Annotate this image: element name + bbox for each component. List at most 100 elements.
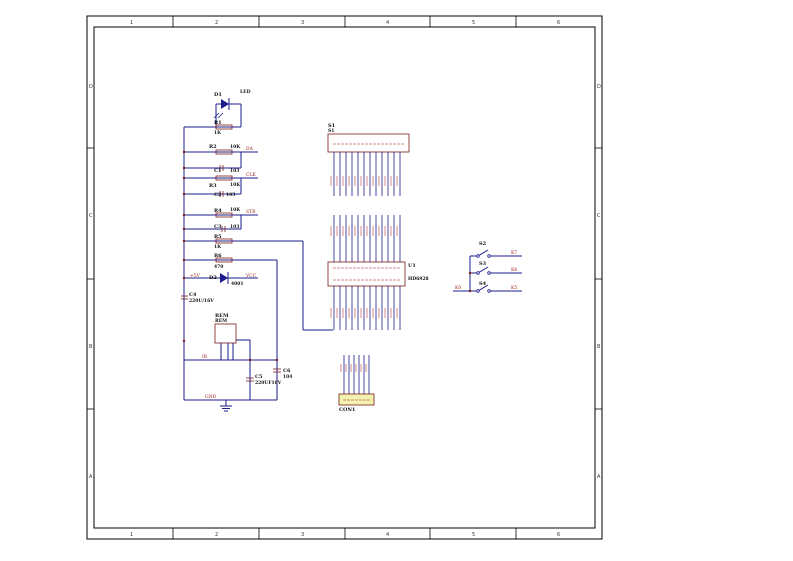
s4-ref: S4 [479, 281, 487, 287]
zone-col-5-bottom: 5 [472, 532, 475, 538]
r6-value: 470 [214, 264, 223, 270]
zone-row-a-left: A [89, 474, 93, 480]
rem-value: REM [215, 318, 227, 324]
zone-row-d-right: D [597, 84, 601, 90]
resistor-r1[interactable]: R1 1K [214, 120, 241, 136]
zone-row-c-right: C [597, 213, 601, 219]
c5-ref: C5 [255, 374, 263, 380]
zone-col-3-bottom: 3 [301, 532, 304, 538]
zone-col-5-top: 5 [472, 20, 475, 26]
net-label-ir: IR [202, 354, 208, 360]
zone-col-1-bottom: 1 [130, 532, 133, 538]
c3-ref: C3 [214, 224, 222, 230]
net-label-gnd: GND [205, 394, 217, 400]
c4-value: 220U/16V [189, 298, 214, 304]
resistor-r2[interactable]: R2 10K DA [184, 144, 258, 155]
left-supply-rail [183, 126, 277, 401]
zone-col-2-bottom: 2 [215, 532, 218, 538]
r1-value: 1K [214, 130, 222, 136]
r1-ref: R1 [214, 120, 222, 126]
switch-s3[interactable]: S3 K6 [470, 261, 522, 275]
resistor-r6[interactable]: R6 470 [184, 253, 278, 400]
u1-upper-pin-labels [330, 226, 398, 236]
d1-value: LED [240, 89, 251, 95]
r5-value: 1K [214, 244, 222, 250]
capacitor-c1[interactable]: C1 103 [184, 152, 242, 174]
d2-value: 4001 [231, 281, 244, 287]
capacitor-c2[interactable]: C2 103 [184, 178, 242, 198]
zone-row-b-left: B [89, 344, 93, 350]
c6-value: 104 [283, 374, 292, 380]
r4-ref: R4 [214, 208, 222, 214]
net-label-k5: K5 [511, 285, 517, 291]
ground-symbol: GND [205, 394, 232, 412]
zone-row-b-right: B [597, 344, 601, 350]
net-label-k7: K7 [511, 250, 517, 256]
switch-junctions [468, 271, 472, 293]
zone-col-6-bottom: 6 [557, 532, 560, 538]
c1-ref: C1 [214, 168, 221, 174]
c1-value: 103 [230, 168, 239, 174]
s1-pin-labels [330, 176, 398, 186]
resistor-r5[interactable]: R5 1K [184, 234, 333, 331]
r3-ref: R3 [209, 183, 217, 189]
zone-col-1-top: 1 [130, 20, 133, 26]
resistor-r4[interactable]: R4 10K STB [184, 207, 258, 218]
u1-lower-pin-labels [330, 308, 398, 318]
capacitor-c6[interactable]: C6 104 [273, 368, 292, 380]
switch-s4[interactable]: S4 K5 [470, 281, 522, 293]
capacitor-c5[interactable]: C5 220UF16V [246, 374, 282, 386]
inner-frame [93, 26, 596, 529]
diode-d2[interactable]: D2 4001 +5V VCC [184, 272, 258, 287]
ir-net: IR [184, 354, 277, 361]
switch-s2[interactable]: S2 K7 [470, 241, 522, 258]
ic-u1[interactable]: U1 HD6928 [327, 261, 429, 287]
s2-ref: S2 [479, 241, 487, 247]
outer-frame [86, 15, 603, 540]
led-d1[interactable]: D1 LED [213, 89, 251, 127]
display-s1[interactable]: S1 S1 [327, 123, 410, 153]
u1-lower-pins [333, 286, 401, 330]
net-label-k0: K0 [455, 285, 461, 291]
resistor-r3[interactable]: R3 10K CLK [184, 172, 258, 189]
d1-ref: D1 [214, 92, 222, 98]
s1-ref: S1 [328, 123, 335, 129]
r4-value: 10K [230, 207, 241, 213]
zone-row-d-left: D [89, 84, 93, 90]
net-label-vcc: VCC [245, 273, 257, 279]
con1-ref: CON1 [339, 407, 355, 413]
zone-row-a-right: A [597, 474, 601, 480]
net-label-plus5v: +5V [190, 273, 201, 279]
c2-ref: C2 [214, 192, 222, 198]
ir-receiver-rem[interactable]: REM REM [214, 313, 251, 400]
zone-col-2-top: 2 [215, 20, 218, 26]
r6-ref: R6 [214, 253, 222, 259]
zone-col-3-top: 3 [301, 20, 304, 26]
rem-ref: REM [215, 313, 229, 319]
zone-row-c-left: C [89, 213, 93, 219]
c6-ref: C6 [283, 368, 291, 374]
junction-dots [182, 150, 279, 362]
s3-ref: S3 [479, 261, 487, 267]
c3-value: 103 [230, 224, 239, 230]
u1-upper-pins [333, 215, 401, 262]
r3-value: 10K [230, 182, 241, 188]
c2-value: 103 [226, 192, 235, 198]
net-label-stb: STB [246, 209, 256, 215]
zone-col-4-bottom: 4 [386, 532, 389, 538]
u1-ref: U1 [408, 263, 416, 269]
net-label-k6: K6 [511, 267, 517, 273]
r2-value: 10K [230, 144, 241, 150]
r5-ref: R5 [214, 234, 222, 240]
capacitor-c4[interactable]: C4 220U/16V [181, 292, 214, 304]
r2-ref: R2 [209, 144, 217, 150]
net-label-da: DA [246, 146, 254, 152]
switch-bus: K0 [453, 256, 471, 292]
net-label-clk: CLK [246, 172, 256, 178]
c5-value: 220UF16V [255, 380, 282, 386]
s1-pins [333, 152, 401, 196]
capacitor-c3[interactable]: C3 103 [184, 215, 242, 232]
connector-con1[interactable]: CON1 [338, 355, 375, 413]
zone-col-6-top: 6 [557, 20, 560, 26]
